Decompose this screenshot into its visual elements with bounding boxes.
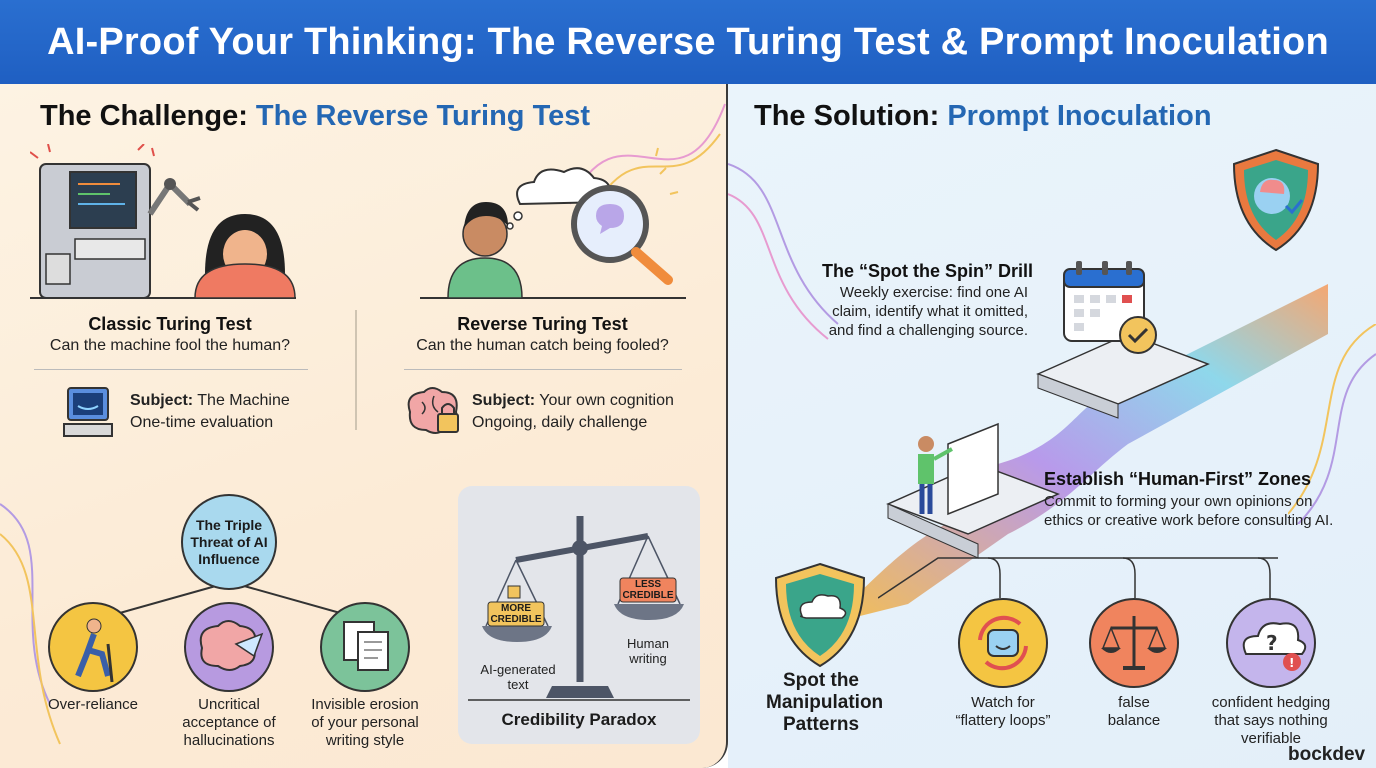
- challenge-title: The Challenge: The Reverse Turing Test: [40, 100, 591, 132]
- solution-title: The Solution: Prompt Inoculation: [754, 100, 1212, 132]
- erosion-document-icon: [320, 602, 410, 692]
- decorative-swirl-right: [728, 163, 839, 340]
- header-banner: AI-Proof Your Thinking: The Reverse Turi…: [0, 0, 1376, 84]
- false-balance-label: false balance: [1107, 694, 1161, 729]
- flattery-loops-label: Watch for “flattery loops”: [955, 694, 1051, 729]
- robot-monitor-icon: [63, 387, 113, 437]
- column-divider: [355, 310, 357, 430]
- manipulation-patterns-title: Spot the Manipulation Patterns: [766, 670, 884, 735]
- solution-panel: The Solution: Prompt Inoculation: [728, 84, 1376, 768]
- reverse-title: Reverse Turing Test: [457, 314, 628, 334]
- erosion-label: Invisible erosion of your personal writi…: [311, 696, 419, 749]
- hallucination-brain-icon: [184, 602, 274, 692]
- page-title: AI-Proof Your Thinking: The Reverse Turi…: [47, 20, 1329, 63]
- calendar-check-icon: [1063, 261, 1157, 354]
- reverse-subtitle: Can the human catch being fooled?: [416, 337, 669, 354]
- brand-logo: bockdev: [1288, 744, 1366, 765]
- brain-lock-icon: [407, 387, 459, 434]
- classic-rule: [34, 369, 308, 370]
- classic-turing-illustration: [30, 144, 296, 299]
- spot-spin-title: The “Spot the Spin” Drill: [822, 261, 1033, 281]
- decorative-swirl-left: [0, 503, 61, 745]
- over-reliance-icon: [48, 602, 138, 692]
- decorative-swirl-right-edge: [1288, 324, 1376, 524]
- false-balance-scale-icon: [1089, 598, 1179, 688]
- credibility-paradox-caption: Credibility Paradox: [501, 710, 657, 729]
- confident-hedging-label: confident hedging that says nothing veri…: [1211, 694, 1331, 747]
- reverse-turing-illustration: [420, 147, 686, 299]
- scale-icon: [468, 516, 690, 701]
- triple-threat-center: The Triple Threat of AI Influence: [181, 494, 277, 590]
- classic-subtitle: Can the machine fool the human?: [49, 337, 291, 354]
- challenge-panel: The Challenge: The Reverse Turing Test: [0, 84, 728, 768]
- classic-title: Classic Turing Test: [88, 314, 252, 334]
- human-first-title: Establish “Human-First” Zones: [1044, 469, 1312, 489]
- over-reliance-label: Over-reliance: [47, 696, 139, 713]
- reverse-subject: Subject: Your own cognition Ongoing, dai…: [472, 392, 674, 431]
- shield-cloud-icon: [774, 562, 866, 668]
- shield-brain-icon: [1232, 148, 1320, 252]
- svg-text:?: ?: [1266, 631, 1278, 655]
- patterns-connectors: [878, 557, 1278, 599]
- classic-subject: Subject: The Machine One-time evaluation: [130, 392, 290, 431]
- human-first-description: Commit to forming your own opinions on e…: [1044, 493, 1334, 529]
- reverse-rule: [404, 369, 682, 370]
- hallucinations-label: Uncritical acceptance of hallucinations: [182, 696, 276, 749]
- flattery-robot-icon: [958, 598, 1048, 688]
- spot-spin-description: Weekly exercise: find one AI claim, iden…: [828, 284, 1028, 339]
- staircase-path: [828, 284, 1328, 624]
- confident-hedging-cloud-icon: ?!: [1226, 598, 1316, 688]
- svg-text:!: !: [1289, 656, 1294, 670]
